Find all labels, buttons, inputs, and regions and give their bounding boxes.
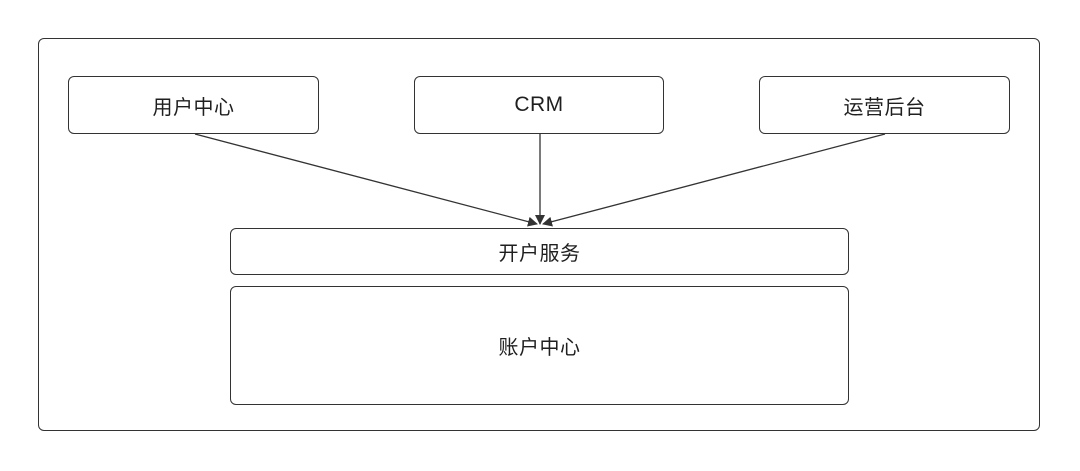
crm-node: CRM (414, 76, 664, 134)
ops-backend-node: 运营后台 (759, 76, 1010, 134)
account-center-node: 账户中心 (230, 286, 849, 405)
ops-backend-label: 运营后台 (843, 94, 926, 119)
account-center-label: 账户中心 (498, 335, 581, 359)
user-center-label: 用户中心 (152, 94, 235, 119)
account-opening-service-label: 开户服务 (498, 241, 581, 265)
crm-label: CRM (514, 93, 564, 116)
account-opening-service-node: 开户服务 (230, 228, 849, 275)
user-center-node: 用户中心 (68, 76, 319, 134)
